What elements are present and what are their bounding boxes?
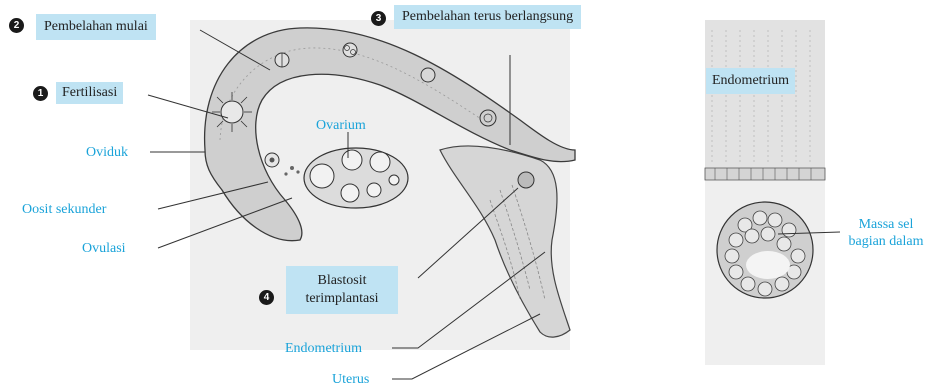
- label-massa-sel: Massa sel bagian dalam: [840, 216, 932, 250]
- step-4-badge: 4: [259, 290, 274, 305]
- follicle-icon: [389, 175, 399, 185]
- follicle-icon: [367, 183, 381, 197]
- step-3-label: Pembelahan terus berlangsung: [394, 5, 581, 29]
- epithelium-layer: [705, 168, 825, 180]
- implanted-blastocyst-icon: [518, 172, 534, 188]
- embryo-morula-icon: [421, 68, 435, 82]
- label-massa-sel-line-1: Massa sel: [840, 216, 932, 233]
- follicle-icon: [341, 184, 359, 202]
- label-uterus: Uterus: [332, 371, 369, 388]
- label-ovarium: Ovarium: [316, 117, 366, 134]
- follicle-icon: [342, 150, 362, 170]
- zygote-icon: [221, 101, 243, 123]
- follicle-icon: [310, 164, 334, 188]
- blastocoel: [746, 251, 790, 279]
- step-4-label-line-2: terimplantasi: [290, 290, 394, 308]
- follicle-icon: [370, 152, 390, 172]
- label-ovulasi: Ovulasi: [82, 240, 126, 257]
- step-4-label: Blastosit terimplantasi: [286, 266, 398, 314]
- label-oosit-sekunder: Oosit sekunder: [22, 201, 106, 218]
- step-1-label: Fertilisasi: [56, 82, 123, 104]
- step-4-label-line-1: Blastosit: [290, 272, 394, 290]
- step-3-badge: 3: [371, 11, 386, 26]
- label-endometrium: Endometrium: [285, 340, 362, 357]
- step-2-badge: 2: [9, 18, 24, 33]
- endometrium-layer: [705, 20, 825, 170]
- label-massa-sel-line-2: bagian dalam: [840, 233, 932, 250]
- step-1-badge: 1: [33, 86, 48, 101]
- label-oviduk: Oviduk: [86, 144, 128, 161]
- step-2-label: Pembelahan mulai: [36, 14, 156, 40]
- embryo-blastocyst-icon: [480, 110, 496, 126]
- label-endometrium-panel: Endometrium: [706, 68, 795, 94]
